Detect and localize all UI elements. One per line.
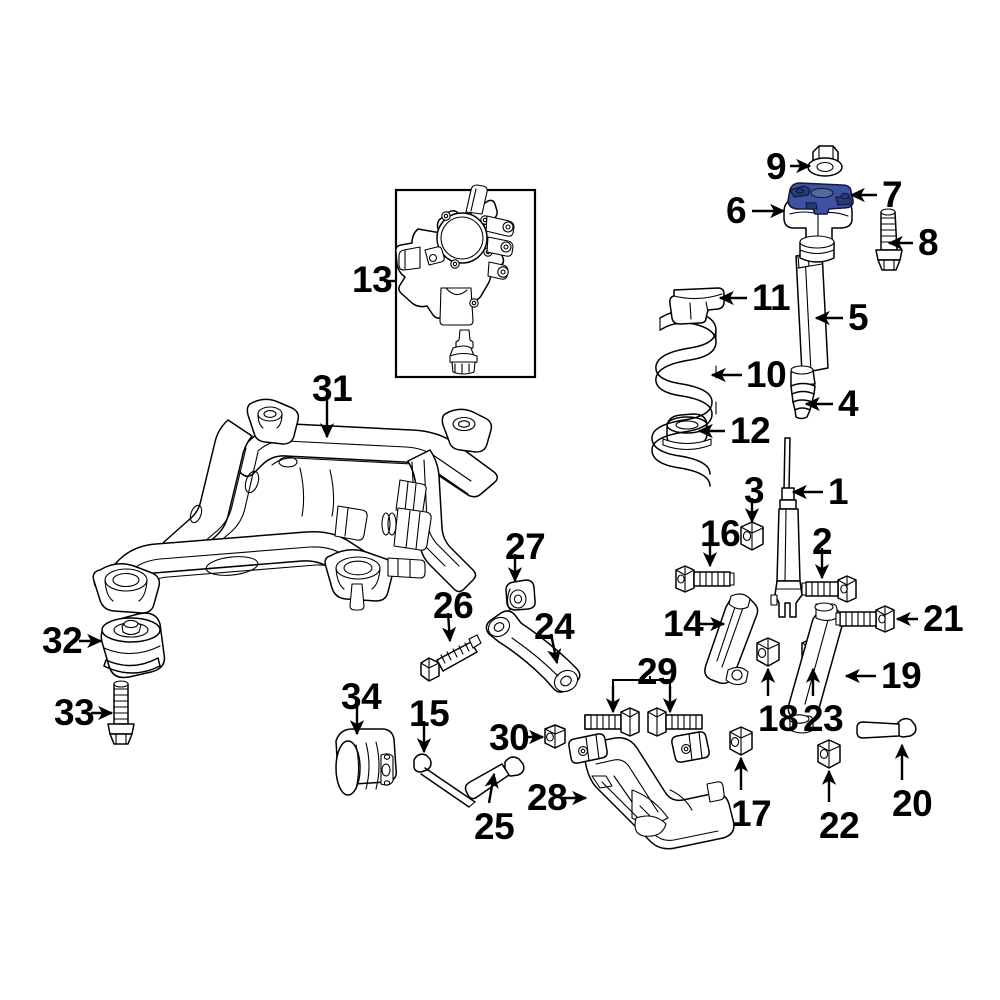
part-2-shock-lower-bolt xyxy=(801,575,857,603)
callout-number-30: 30 xyxy=(489,717,530,758)
part-28-lower-control-arm xyxy=(568,731,735,850)
part-3-shock-upper-nut xyxy=(740,521,764,551)
part-30-flange-nut xyxy=(544,724,566,749)
callout-number-13: 13 xyxy=(352,259,393,300)
part-32-subframe-bushing xyxy=(100,612,166,679)
callout-number-20: 20 xyxy=(892,783,933,824)
callout-number-12: 12 xyxy=(730,410,771,451)
callout-number-34: 34 xyxy=(341,676,382,717)
callout-number-11: 11 xyxy=(752,277,791,318)
callout-number-7: 7 xyxy=(882,174,903,215)
callout-number-18: 18 xyxy=(758,698,799,739)
part-9-mount-nut xyxy=(807,145,843,177)
part-18-flange-nut xyxy=(756,637,780,667)
callout-number-2: 2 xyxy=(812,521,833,562)
part-8-mount-bolt xyxy=(875,208,903,271)
callout-number-24: 24 xyxy=(534,606,575,647)
callout-number-15: 15 xyxy=(409,693,450,734)
callout-number-9: 9 xyxy=(766,146,787,187)
part-31-subframe xyxy=(92,398,498,614)
part-15-long-bolt xyxy=(413,753,476,808)
callout-number-21: 21 xyxy=(923,598,964,639)
callout-number-28: 28 xyxy=(527,777,568,818)
part-22-flange-nut xyxy=(817,739,841,769)
callout-number-4: 4 xyxy=(838,383,859,424)
callout-number-3: 3 xyxy=(744,470,765,511)
part-33-subframe-bolt xyxy=(107,680,135,745)
callout-number-8: 8 xyxy=(918,222,939,263)
callout-number-17: 17 xyxy=(731,793,772,834)
callout-number-27: 27 xyxy=(505,526,546,567)
part-13-knuckle-inset xyxy=(394,184,537,379)
callout-number-29: 29 xyxy=(637,651,678,692)
part-11-spring-upper-isolator xyxy=(669,287,725,325)
callout-number-6: 6 xyxy=(726,190,747,231)
callout-number-23: 23 xyxy=(803,698,844,739)
leader-lines xyxy=(79,158,918,806)
callout-number-19: 19 xyxy=(881,655,922,696)
part-27-small-bushing xyxy=(505,579,536,611)
part-16-flange-bolt xyxy=(675,565,735,593)
part-5-dust-shield xyxy=(795,251,829,374)
part-24-camber-link xyxy=(485,610,581,693)
callout-number-33: 33 xyxy=(54,692,95,733)
part-26-hex-bolt xyxy=(420,634,482,682)
part-25-shoulder-bolt xyxy=(464,756,525,800)
callout-number-10: 10 xyxy=(746,354,787,395)
callout-number-1: 1 xyxy=(828,471,849,512)
part-29-control-arm-bolts xyxy=(584,707,703,737)
part-34-cylindrical-bushing xyxy=(335,728,398,796)
callout-number-5: 5 xyxy=(848,297,869,338)
part-19-lateral-link xyxy=(787,602,845,734)
part-20-pivot-bolt xyxy=(856,717,917,739)
part-1-shock-absorber xyxy=(770,437,803,618)
part-4-jounce-bumper xyxy=(790,365,816,420)
callout-number-31: 31 xyxy=(312,368,353,409)
part-17-flange-nut xyxy=(729,726,753,756)
callout-number-16: 16 xyxy=(700,513,741,554)
callout-number-26: 26 xyxy=(433,585,474,626)
callout-number-32: 32 xyxy=(42,620,83,661)
callout-number-22: 22 xyxy=(819,805,860,846)
part-10-coil-spring xyxy=(651,310,717,487)
callout-number-25: 25 xyxy=(474,806,515,847)
callout-number-14: 14 xyxy=(663,603,704,644)
part-21-flange-bolt xyxy=(835,605,895,633)
part-14-toe-link xyxy=(704,593,759,686)
